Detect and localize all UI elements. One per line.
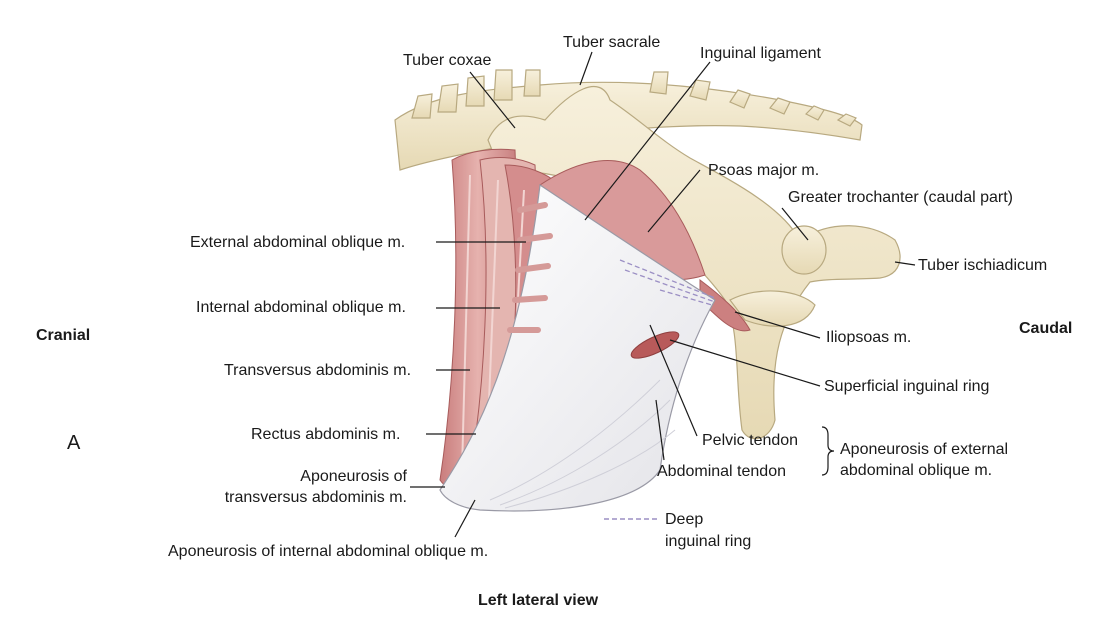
label-tuber-coxae: Tuber coxae: [403, 52, 492, 69]
label-deep-ring-line2: inguinal ring: [665, 533, 752, 550]
label-superficial-inguinal-ring: Superficial inguinal ring: [824, 378, 990, 395]
label-iliopsoas: Iliopsoas m.: [826, 329, 912, 346]
label-aponeurosis-internal-oblique: Aponeurosis of internal abdominal obliqu…: [168, 543, 489, 560]
external-oblique-aponeurosis: [439, 183, 716, 512]
leader-lines: [410, 51, 916, 538]
greater-trochanter-shape: [781, 225, 827, 275]
superficial-inguinal-ring-shape: [630, 331, 680, 359]
orientation-caudal: Caudal: [1019, 320, 1073, 337]
label-tuber-sacrale: Tuber sacrale: [563, 34, 661, 51]
label-rectus: Rectus abdominis m.: [251, 426, 401, 443]
label-deep-ring-line1: Deep: [665, 511, 704, 528]
label-aponeurosis-external-line1: Aponeurosis of external: [840, 441, 1009, 458]
panel-letter: A: [67, 432, 81, 454]
label-psoas-major: Psoas major m.: [708, 162, 820, 179]
label-aponeurosis-transversus-line2: transversus abdominis m.: [224, 489, 407, 506]
deep-inguinal-ring-lines: [619, 259, 716, 306]
label-greater-trochanter: Greater trochanter (caudal part): [788, 189, 1013, 206]
label-external-oblique: External abdominal oblique m.: [190, 234, 406, 251]
label-pelvic-tendon: Pelvic tendon: [702, 432, 799, 449]
label-inguinal-ligament: Inguinal ligament: [700, 45, 821, 62]
label-abdominal-tendon: Abdominal tendon: [657, 463, 786, 480]
orientation-cranial: Cranial: [36, 327, 91, 344]
label-internal-oblique: Internal abdominal oblique m.: [196, 299, 406, 316]
label-aponeurosis-transversus-line1: Aponeurosis of: [300, 468, 407, 485]
label-tuber-ischiadicum: Tuber ischiadicum: [918, 257, 1048, 274]
view-caption: Left lateral view: [478, 592, 599, 609]
label-aponeurosis-external-line2: abdominal oblique m.: [840, 462, 993, 479]
label-transversus: Transversus abdominis m.: [224, 362, 412, 379]
